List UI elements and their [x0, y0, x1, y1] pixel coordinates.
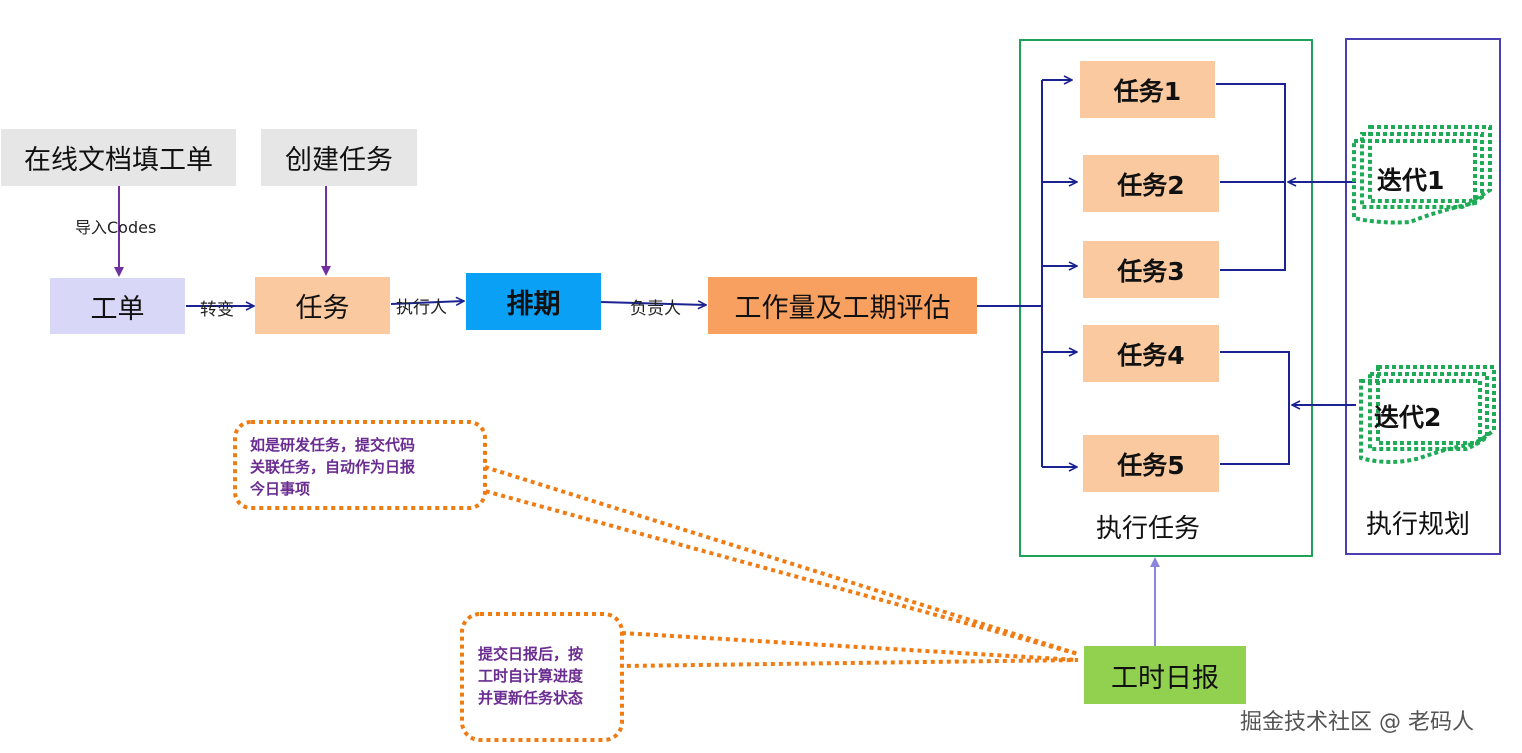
task-4-label: 任务4 [1117, 340, 1185, 370]
online-doc-ticket-node: 在线文档填工单 [1, 129, 236, 186]
create-task-label: 创建任务 [285, 145, 393, 176]
owner-label: 负责人 [630, 299, 681, 319]
estimate-label: 工作量及工期评估 [734, 293, 951, 324]
note-dev-task-text: 如是研发任务，提交代码 关联任务，自动作为日报 今日事项 [250, 436, 416, 498]
task-1-node: 任务1 [1080, 61, 1215, 118]
iteration2-bracket [1220, 351, 1290, 465]
execute-tasks-caption: 执行任务 [1096, 514, 1201, 544]
watermark: 掘金技术社区 @ 老码人 [1240, 710, 1474, 735]
convert-label: 转变 [200, 300, 234, 320]
task-3-node: 任务3 [1083, 241, 1219, 298]
iteration1-shape [1352, 125, 1492, 225]
task-5-label: 任务5 [1117, 450, 1185, 480]
arrow-task-schedule [390, 301, 464, 304]
task-2-node: 任务2 [1083, 155, 1219, 212]
execute-tasks-frame [1019, 39, 1313, 557]
iteration1-bracket [1216, 83, 1286, 271]
execute-plan-frame [1345, 38, 1501, 555]
iteration-2-label: 迭代2 [1374, 403, 1442, 432]
arrow-schedule-estimate [600, 302, 706, 305]
daily-report-label: 工时日报 [1111, 662, 1219, 694]
executor-label: 执行人 [396, 298, 447, 318]
iteration2-shape [1359, 365, 1496, 464]
task-3-label: 任务3 [1117, 256, 1185, 286]
daily-report-node: 工时日报 [1084, 646, 1246, 704]
execute-plan-caption: 执行规划 [1366, 510, 1471, 540]
task-4-node: 任务4 [1083, 325, 1219, 382]
task-2-label: 任务2 [1117, 170, 1185, 200]
ticket-node: 工单 [50, 278, 185, 334]
task-label: 任务 [295, 293, 350, 324]
task-5-node: 任务5 [1083, 435, 1219, 492]
online-doc-ticket-label: 在线文档填工单 [24, 145, 213, 176]
note-after-report-border [460, 612, 624, 742]
ticket-label: 工单 [90, 293, 145, 325]
schedule-label: 排期 [506, 289, 561, 320]
note-after-report-pointer [621, 631, 1079, 668]
schedule-node: 排期 [466, 273, 601, 330]
task-1-label: 任务1 [1113, 76, 1182, 106]
import-codes-label: 导入Codes [75, 218, 157, 237]
note-dev-task-pointer [484, 465, 1079, 656]
task-node: 任务 [255, 277, 390, 334]
iteration-1-label: 迭代1 [1377, 166, 1445, 195]
note-after-report-text: 提交日报后，按 工时自计算进度 并更新任务状态 [478, 645, 584, 707]
create-task-node: 创建任务 [261, 129, 417, 186]
estimate-node: 工作量及工期评估 [708, 277, 977, 334]
